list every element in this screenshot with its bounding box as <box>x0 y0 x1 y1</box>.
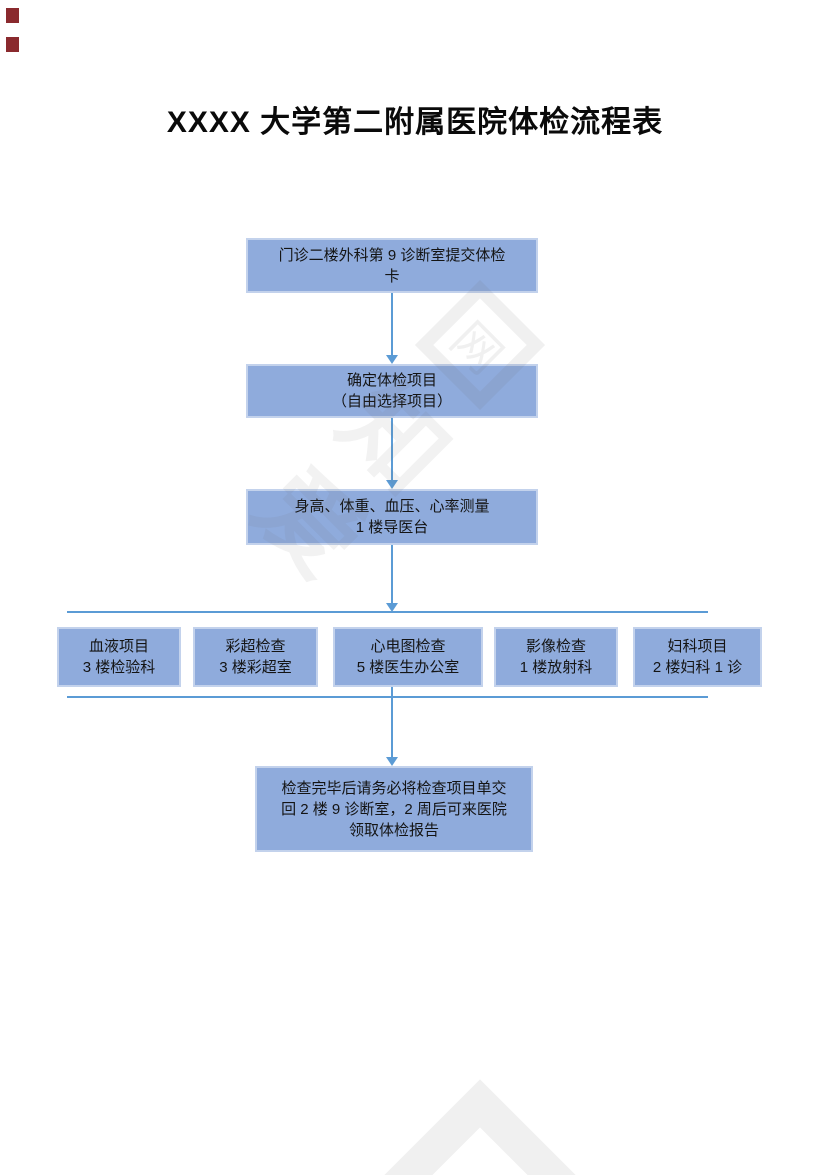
flow-step-measure: 身高、体重、血压、心率测量 1 楼导医台 <box>246 489 538 545</box>
arrow-down-icon <box>386 603 398 612</box>
branch-imaging: 影像检查 1 楼放射科 <box>494 627 618 687</box>
branch-ecg: 心电图检查 5 楼医生办公室 <box>333 627 483 687</box>
arrow-down-icon <box>386 480 398 489</box>
watermark-char: 爱 <box>405 1167 554 1175</box>
distribution-line-bottom <box>67 696 708 698</box>
branch-ultrasound: 彩超检查 3 楼彩超室 <box>193 627 318 687</box>
corner-mark-icon <box>6 37 19 52</box>
connector-line <box>391 418 393 480</box>
branch-blood-tests: 血液项目 3 楼检验科 <box>57 627 181 687</box>
connector-line <box>391 698 393 757</box>
flow-step-submit-card: 门诊二楼外科第 9 诊断室提交体检 卡 <box>246 238 538 293</box>
connector-line <box>391 293 393 356</box>
distribution-line-top <box>67 611 708 613</box>
corner-mark-icon <box>6 8 19 23</box>
arrow-down-icon <box>386 355 398 364</box>
branch-gynecology: 妇科项目 2 楼妇科 1 诊 <box>633 627 762 687</box>
flow-step-return-form: 检查完毕后请务必将检查项目单交 回 2 楼 9 诊断室，2 周后可来医院 领取体… <box>255 766 533 852</box>
watermark-diamond-logo: 爱 <box>317 1079 643 1175</box>
arrow-down-icon <box>386 757 398 766</box>
page-title: XXXX 大学第二附属医院体检流程表 <box>166 106 664 139</box>
connector-line <box>391 545 393 604</box>
connector-line <box>391 687 393 697</box>
flow-step-choose-items: 确定体检项目 （自由选择项目） <box>246 364 538 418</box>
